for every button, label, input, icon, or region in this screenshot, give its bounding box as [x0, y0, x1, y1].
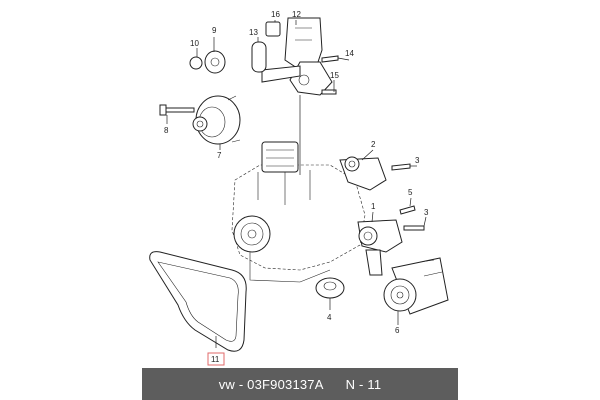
crankshaft-pulley	[233, 215, 271, 253]
upper-bracket	[261, 17, 333, 96]
pulley-4	[315, 277, 345, 299]
callout-15: 15	[330, 71, 339, 80]
callout-11-highlight	[207, 352, 225, 366]
callout-6: 6	[395, 326, 400, 335]
tensioner-2	[339, 156, 387, 191]
sleeve-16	[265, 21, 281, 37]
callout-10: 10	[190, 39, 199, 48]
ac-compressor	[383, 257, 449, 315]
reference-label: N - 11	[345, 376, 382, 392]
bolts-3-5	[391, 163, 425, 231]
callout-9: 9	[212, 26, 217, 35]
ribbed-belt	[149, 251, 247, 352]
idler-pulley	[189, 50, 226, 74]
alternator	[192, 95, 241, 145]
callout-13: 13	[249, 28, 258, 37]
bolt-8	[159, 104, 195, 116]
leader-lines	[166, 20, 427, 348]
callout-12: 12	[292, 10, 301, 19]
callout-3b: 3	[424, 208, 429, 217]
callout-1: 1	[371, 202, 376, 211]
callout-14: 14	[345, 49, 354, 58]
callout-16: 16	[271, 10, 280, 19]
callout-8: 8	[164, 126, 169, 135]
callout-labels: 16 12 13 9 10 14 15 8 7 2 3 5 3 1 4 6 11	[164, 10, 429, 364]
part-number-footer: vw - 03F903137A N - 11	[142, 368, 458, 400]
callout-11: 11	[211, 355, 220, 364]
bolts-14-15	[321, 55, 339, 95]
callout-7: 7	[217, 151, 222, 160]
part-number-label: vw - 03F903137A	[218, 376, 324, 392]
engine-block	[231, 164, 366, 283]
callout-5: 5	[408, 188, 413, 197]
callout-2: 2	[371, 140, 376, 149]
callout-4: 4	[327, 313, 332, 322]
tensioner-1	[357, 219, 403, 276]
seal-13	[251, 41, 267, 73]
callout-3a: 3	[415, 156, 420, 165]
filter-housing	[261, 141, 299, 173]
